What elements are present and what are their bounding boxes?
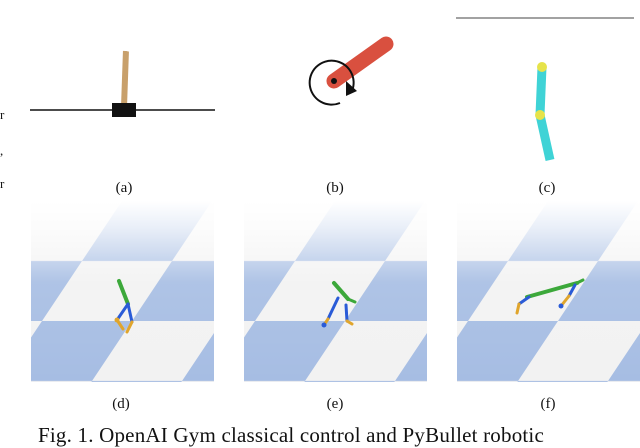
subfigure-label-f: (f) (540, 396, 556, 412)
acrobot-link-1 (535, 66, 547, 116)
halfcheetah-panel (457, 201, 640, 382)
walker-panel (31, 201, 214, 382)
rotation-arrow-icon (308, 59, 355, 106)
cartpole-pole (121, 50, 129, 108)
pendulum-pivot (331, 78, 337, 84)
margin-text-fragment: , (0, 143, 4, 158)
margin-text-fragment: r (0, 176, 5, 191)
hopper-robot (321, 281, 357, 328)
halfcheetah-robot (515, 278, 585, 315)
acrobot-panel (456, 10, 636, 170)
subfigure-label-d: (d) (112, 396, 130, 412)
acrobot-joint-1 (537, 62, 547, 72)
acrobot-joint-2 (535, 110, 545, 120)
cartpole-panel (30, 40, 215, 140)
pendulum-panel (298, 25, 408, 145)
subfigure-label-a: (a) (115, 180, 133, 196)
subfigure-label-b: (b) (326, 180, 344, 196)
acrobot-link-2 (535, 114, 555, 161)
hopper-panel (244, 201, 427, 382)
subfigure-label-c: (c) (538, 180, 556, 196)
pendulum-rod (326, 36, 394, 89)
margin-text-fragment: r (0, 107, 5, 122)
cartpole-cart (112, 103, 136, 117)
walker-robot (114, 279, 134, 334)
subfigure-label-e: (e) (326, 396, 344, 412)
figure-caption: Fig. 1. OpenAI Gym classical control and… (38, 423, 544, 447)
